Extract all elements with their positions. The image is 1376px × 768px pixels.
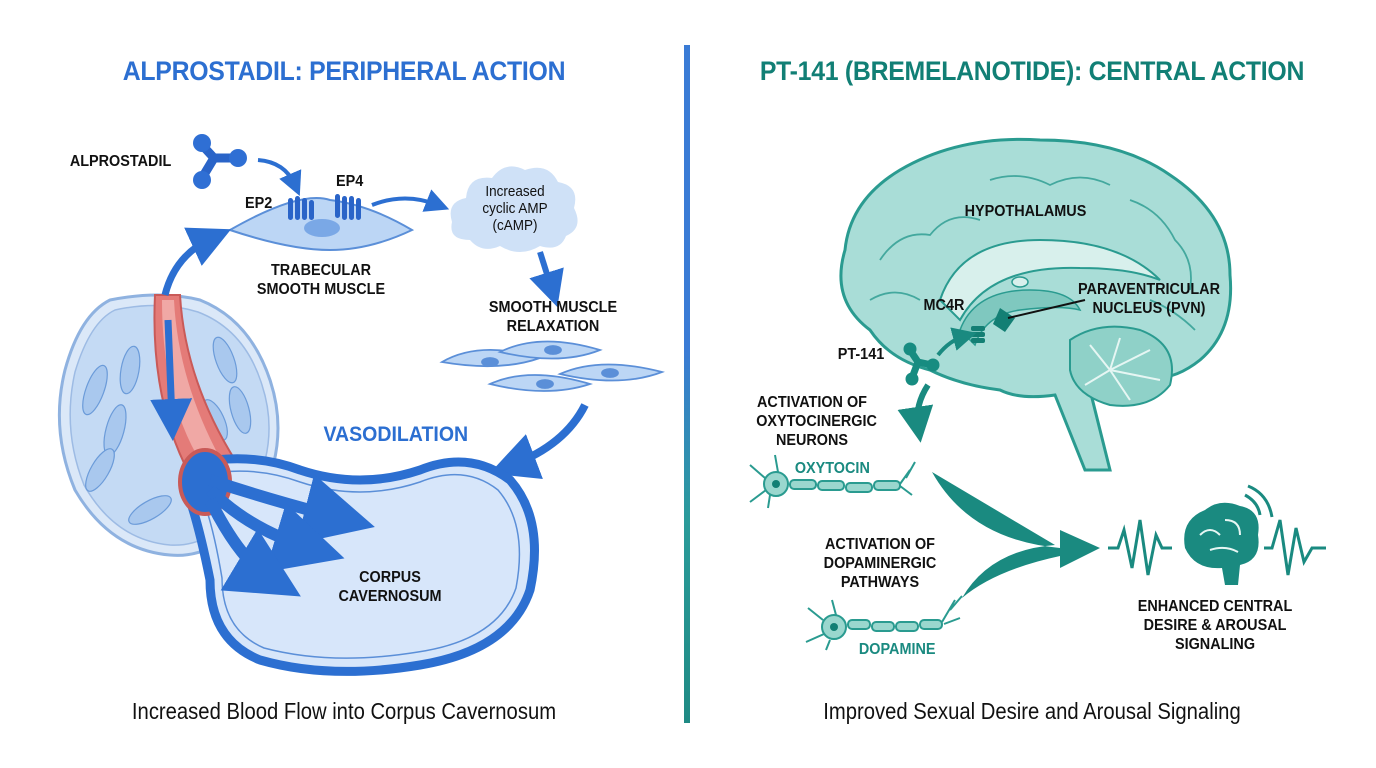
trabecular-smooth-muscle-cell: [227, 197, 415, 252]
trabecular-label-line2: SMOOTH MUSCLE: [256, 281, 386, 298]
pvn-line1: PARAVENTRICULAR: [1077, 281, 1220, 298]
arrow-to-receptors: [257, 158, 302, 197]
camp-line3: (cAMP): [492, 218, 538, 234]
arrow-to-trabecular: [161, 227, 232, 296]
relaxed-muscle-cells: [439, 340, 665, 392]
pt141-molecule-icon: [903, 342, 940, 386]
left-caption: Increased Blood Flow into Corpus Caverno…: [131, 698, 557, 724]
camp-line1: Increased: [485, 184, 545, 200]
corpus-cavernosum: [178, 448, 539, 676]
brain-signal-icon: [1184, 484, 1274, 585]
dopa-line3: PATHWAYS: [840, 574, 920, 591]
corpus-cavernosum-label: CORPUS CAVERNOSUM: [334, 568, 446, 606]
oxytocinergic-label: ACTIVATION OF OXYTOCINERGIC NEURONS: [756, 393, 877, 450]
pvn-line2: NUCLEUS (PVN): [1092, 300, 1206, 317]
camp-cloud: [450, 166, 578, 252]
corpus-line1: CORPUS: [359, 569, 421, 586]
ep4-label: EP4: [336, 173, 364, 190]
outcome-line1: ENHANCED CENTRAL: [1137, 598, 1293, 615]
mc4r-receptor-icon: [971, 326, 985, 343]
dopaminergic-label: ACTIVATION OF DOPAMINERGIC PATHWAYS: [806, 535, 955, 592]
relaxation-label: SMOOTH MUSCLE RELAXATION: [465, 298, 642, 336]
oxy-line1: ACTIVATION OF: [757, 394, 867, 411]
pt141-label: PT-141: [837, 346, 885, 363]
pvn-label: PARAVENTRICULAR NUCLEUS (PVN): [1070, 280, 1228, 318]
arrow-to-relaxation: [529, 251, 564, 308]
oxytocin-label: OXYTOCIN: [794, 460, 870, 477]
outcome-line2: DESIRE & AROUSAL: [1143, 617, 1287, 634]
mc4r-label: MC4R: [923, 297, 965, 314]
left-panel-title: ALPROSTADIL: PERIPHERAL ACTION: [122, 56, 566, 86]
trabecular-label-line1: TRABECULAR: [270, 262, 372, 279]
camp-line2: cyclic AMP: [482, 201, 548, 217]
relaxation-line1: SMOOTH MUSCLE: [488, 299, 618, 316]
camp-label: Increased cyclic AMP (cAMP): [459, 184, 571, 235]
vasodilation-label: VASODILATION: [323, 423, 469, 446]
corpus-line2: CAVERNOSUM: [338, 588, 442, 605]
convergent-arrow: [932, 472, 1100, 598]
arrow-to-oxytocin: [897, 383, 934, 443]
ep2-receptor-icon: [288, 196, 314, 220]
ep4-receptor-icon: [335, 194, 361, 220]
dopa-line2: DOPAMINERGIC: [823, 555, 937, 572]
right-caption: Improved Sexual Desire and Arousal Signa…: [823, 698, 1241, 724]
signal-wave-left: [1108, 519, 1172, 576]
artery: [150, 294, 237, 477]
ep2-label: EP2: [245, 195, 273, 212]
dopamine-label: DOPAMINE: [858, 641, 936, 658]
outcome-line3: SIGNALING: [1174, 636, 1256, 653]
alprostadil-label: ALPROSTADIL: [69, 153, 172, 170]
left-illustration: [57, 134, 665, 676]
oxy-line3: NEURONS: [775, 432, 849, 449]
right-panel-title: PT-141 (BREMELANOTIDE): CENTRAL ACTION: [759, 56, 1305, 86]
alprostadil-molecule-icon: [193, 134, 247, 189]
arrow-to-mc4r: [936, 327, 977, 357]
outcome-label: ENHANCED CENTRAL DESIRE & AROUSAL SIGNAL…: [1131, 597, 1298, 654]
oxy-line2: OXYTOCINERGIC: [756, 413, 877, 430]
dopa-line1: ACTIVATION OF: [825, 536, 935, 553]
signal-wave-right: [1264, 519, 1326, 576]
panel-divider: [684, 45, 690, 723]
arrow-to-corpus: [489, 403, 589, 479]
arrow-to-camp: [371, 189, 450, 212]
hypothalamus-label: HYPOTHALAMUS: [964, 203, 1087, 220]
trabecular-label: TRABECULAR SMOOTH MUSCLE: [233, 261, 410, 299]
relaxation-line2: RELAXATION: [506, 318, 600, 335]
